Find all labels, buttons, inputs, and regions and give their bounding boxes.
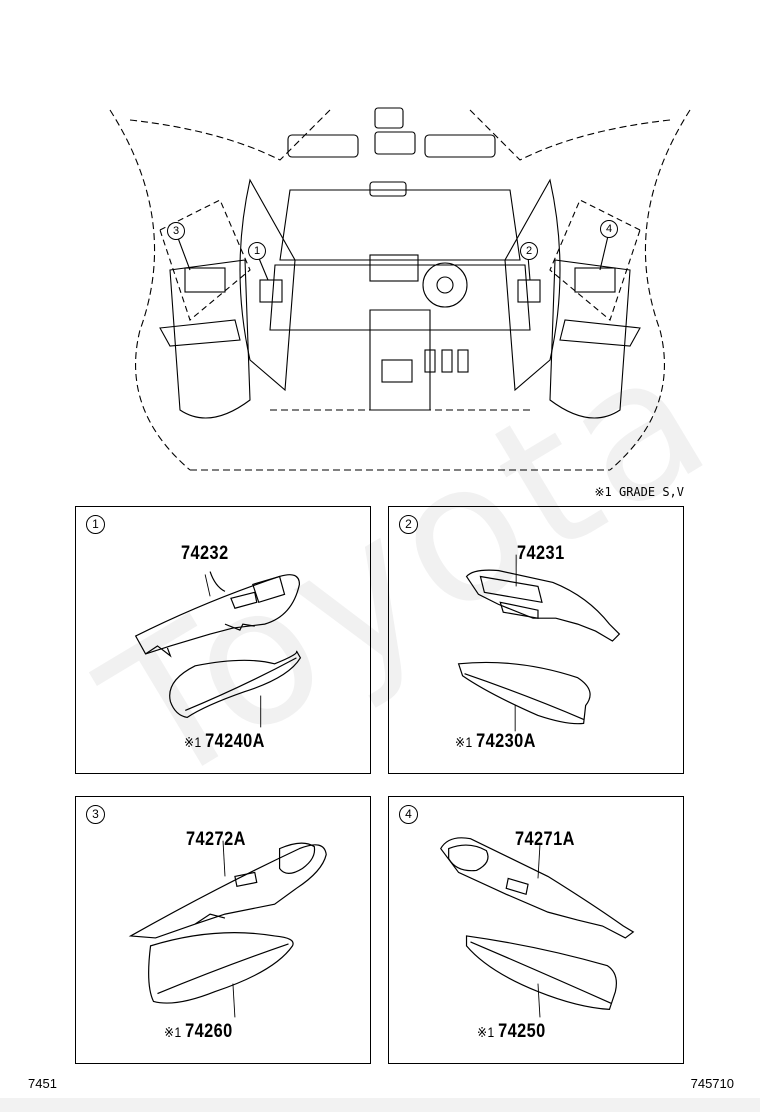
footer-right-code: 745710 (690, 1076, 734, 1091)
panel-2-grade-mark: ※1 (455, 734, 473, 750)
panel-1-upper-part-number: 74232 (181, 543, 229, 564)
footer-left-code: 7451 (28, 1076, 57, 1091)
callout-2: 2 (520, 242, 538, 260)
panel-2-lower-part-number: 74230A (476, 731, 536, 752)
panel-2-number: 2 (399, 515, 418, 534)
callout-4: 4 (600, 220, 618, 238)
panel-4-grade-mark: ※1 (477, 1024, 495, 1040)
panel-1-number: 1 (86, 515, 105, 534)
panel-3-lower-part-number: 74260 (185, 1021, 233, 1042)
panel-4-lower-part-number: 74250 (498, 1021, 546, 1042)
panel-2-upper-part-number: 74231 (517, 543, 565, 564)
panel-1-lower-part-number: 74240A (205, 731, 265, 752)
grade-note: ※1 GRADE S,V (594, 485, 684, 499)
bottom-strip (0, 1098, 760, 1112)
panel-3-number: 3 (86, 805, 105, 824)
panel-1-grade-mark: ※1 (184, 734, 202, 750)
vehicle-interior-overview: 1 2 3 4 (100, 70, 700, 490)
callout-3: 3 (167, 222, 185, 240)
panel-3-upper-part-number: 74272A (186, 829, 246, 850)
panel-4-upper-part-number: 74271A (515, 829, 575, 850)
panel-4-number: 4 (399, 805, 418, 824)
panel-3-grade-mark: ※1 (164, 1024, 182, 1040)
callout-1: 1 (248, 242, 266, 260)
